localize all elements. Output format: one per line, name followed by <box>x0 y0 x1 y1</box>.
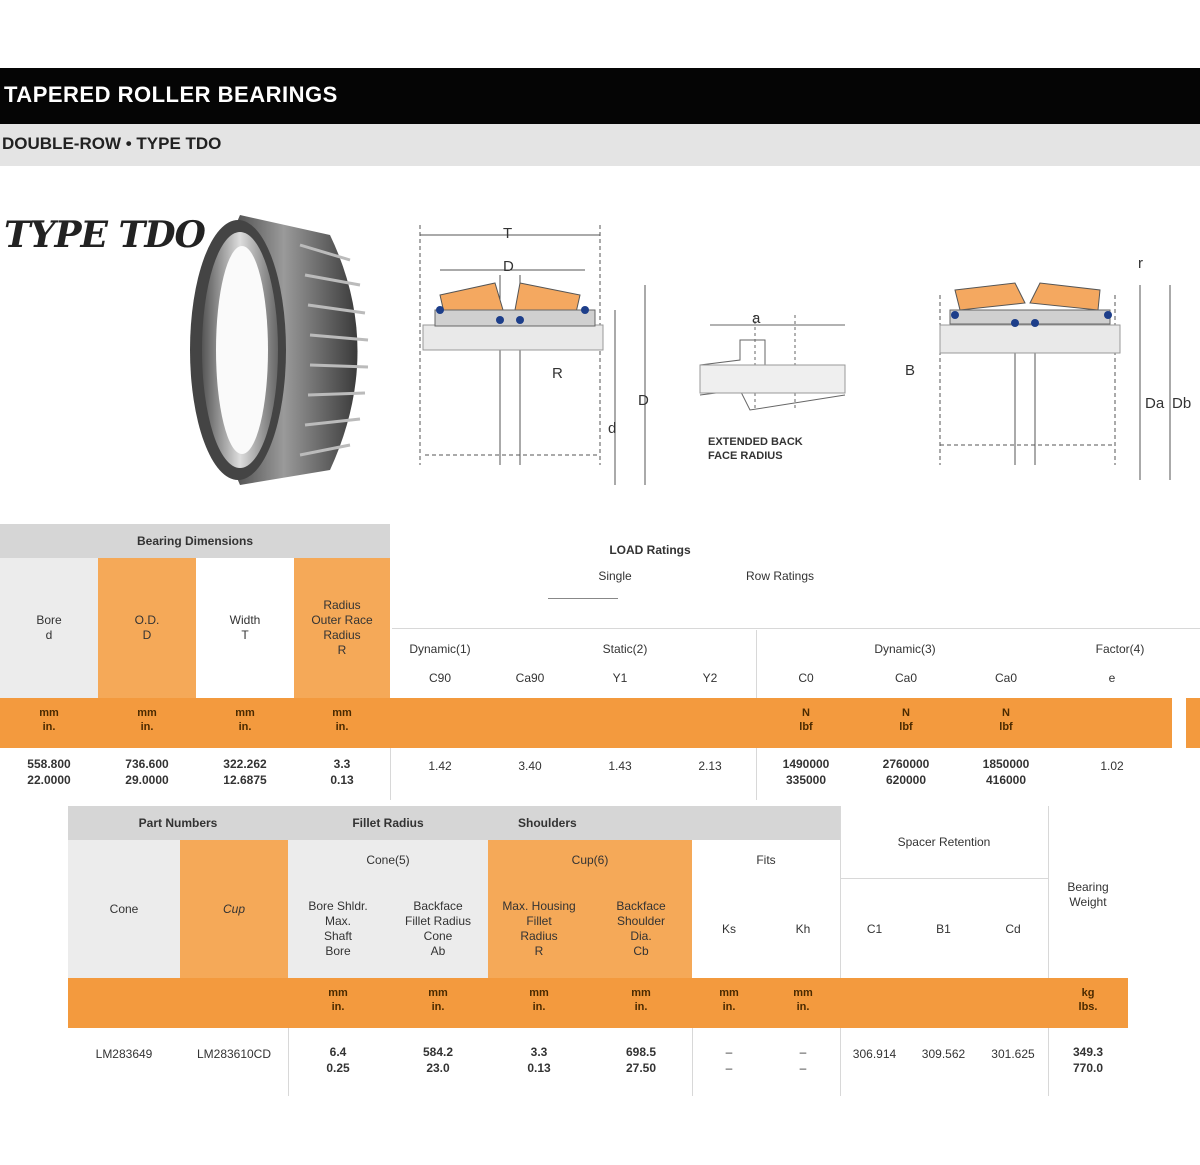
sub-fits-header: Fits <box>756 852 776 867</box>
label-T: T <box>503 225 513 242</box>
fit-kh-col: Kh <box>795 921 811 936</box>
row2-cone: LM283649 <box>95 1047 153 1061</box>
spacer-retention-header: Spacer Retention <box>897 834 991 849</box>
unit2-1: mm in. <box>428 987 448 1013</box>
table1-col-radius: Radius Outer Race Radius R <box>294 558 390 698</box>
table2-col-cone: Cone <box>68 840 180 978</box>
subcol-c0: C0 <box>798 670 814 685</box>
cup-fillet-col: Backface Shoulder Dia. Cb <box>590 880 692 978</box>
subcol-ca0a: Ca0 <box>894 670 917 685</box>
row2-cd: 301.625 <box>991 1047 1035 1061</box>
row-od: 736.600 29.0000 <box>125 757 169 787</box>
page-title: TAPERED ROLLER BEARINGS <box>4 82 338 107</box>
table2-shoulder-header: Shoulders <box>488 806 840 840</box>
title-bar: TAPERED ROLLER BEARINGS <box>0 68 1200 124</box>
bearing-image <box>190 215 369 485</box>
unit-radius: mm in. <box>332 707 352 733</box>
spacer-c1: C1 <box>866 921 883 936</box>
row2-b1: 309.562 <box>921 1047 966 1061</box>
row-c0: 1490000 335000 <box>782 757 830 787</box>
table2-part-header: Part Numbers <box>68 806 288 840</box>
load-ratings-header: LOAD Ratings <box>609 542 691 557</box>
table1-col-bore: Bore d <box>0 558 98 698</box>
row-ca0b: 1850000 416000 <box>982 757 1030 787</box>
sub-cone-header: Cone(5) <box>288 840 488 880</box>
fit-ks-col: Ks <box>721 921 736 936</box>
page-subtitle: DOUBLE-ROW • TYPE TDO <box>2 134 222 153</box>
table1-unit-band <box>0 698 1172 748</box>
subcol-y1: Y1 <box>612 670 628 685</box>
unit2-2: mm in. <box>529 987 549 1013</box>
unit2-5: mm in. <box>793 987 813 1013</box>
unit-width: mm in. <box>235 707 255 733</box>
unit-ca0b: N lbf <box>999 707 1013 733</box>
row2-kh: – – <box>799 1045 807 1075</box>
dynamic3-header: Dynamic(3) <box>874 641 936 656</box>
row2-c1: 306.914 <box>852 1047 897 1061</box>
row2-v3: 3.3 0.13 <box>527 1045 551 1075</box>
label-R: R <box>552 365 563 382</box>
table2-col-cup: Cup <box>180 840 288 978</box>
row-bore: 558.800 22.0000 <box>27 757 71 787</box>
table1-col-width: Width T <box>196 558 294 698</box>
table2-fillet-header: Fillet Radius <box>288 806 488 840</box>
factor4-header: Factor(4) <box>1095 641 1145 656</box>
label-r: r <box>1138 255 1143 272</box>
label-Db: Db <box>1172 395 1192 412</box>
subcol-y2: Y2 <box>702 670 718 685</box>
spacer-cd: Cd <box>1005 921 1021 936</box>
unit-od: mm in. <box>137 707 157 733</box>
table2-unit-band <box>68 978 1128 1028</box>
label-d: d <box>608 420 617 437</box>
label-D: D <box>638 392 649 409</box>
row-ca0a: 2760000 620000 <box>882 757 930 787</box>
row-e: 1.02 <box>1100 759 1124 773</box>
unit-c0: N lbf <box>799 707 813 733</box>
label-D-upper: D <box>503 258 514 275</box>
type-label: TYPE TDO <box>4 214 206 256</box>
sub-cup-header: Cup(6) <box>488 840 692 880</box>
bearing-weight-header: Bearing Weight <box>1067 880 1109 909</box>
static2-header: Static(2) <box>602 641 648 656</box>
subcol-ca90: Ca90 <box>515 670 545 685</box>
subcol-ca0b: Ca0 <box>994 670 1017 685</box>
unit2-6: kg lbs. <box>1078 987 1098 1013</box>
row-c90: 1.42 <box>428 759 452 773</box>
label-Da: Da <box>1145 395 1165 412</box>
row2-v2: 584.2 23.0 <box>422 1045 454 1075</box>
row2-v4: 698.5 27.50 <box>625 1045 657 1075</box>
cone-fillet-col: Backface Fillet Radius Cone Ab <box>388 880 488 978</box>
row-ca90: 3.40 <box>518 759 542 773</box>
row2-cup: LM283610CD <box>196 1047 272 1061</box>
load-single: Single <box>598 568 632 583</box>
table1-group-header: Bearing Dimensions <box>0 524 390 558</box>
cone-bore-col: Bore Shldr. Max. Shaft Bore <box>288 880 388 978</box>
table1-col-od: O.D. D <box>98 558 196 698</box>
unit-bore: mm in. <box>39 707 59 733</box>
extended-back-face-note: EXTENDED BACK FACE RADIUS <box>708 436 803 462</box>
load-row-ratings: Row Ratings <box>745 568 815 583</box>
unit-ca0a: N lbf <box>899 707 913 733</box>
row-y1: 1.43 <box>608 759 632 773</box>
dynamic1-header: Dynamic(1) <box>409 641 471 656</box>
row-y2: 2.13 <box>698 759 722 773</box>
row2-ks: – – <box>725 1045 733 1075</box>
unit2-3: mm in. <box>631 987 651 1013</box>
extended-face-diagram <box>699 315 846 411</box>
unit2-0: mm in. <box>328 987 348 1013</box>
subcol-e: e <box>1108 670 1116 685</box>
cross-section-diagram-left <box>419 225 646 485</box>
subtitle-bar: DOUBLE-ROW • TYPE TDO <box>0 124 1200 166</box>
cup-bore-col: Max. Housing Fillet Radius R <box>488 880 590 978</box>
label-B: B <box>905 362 916 379</box>
unit2-4: mm in. <box>719 987 739 1013</box>
subcol-c90: C90 <box>428 670 451 685</box>
row-width: 322.262 12.6875 <box>223 757 267 787</box>
cross-section-diagram-right <box>939 282 1171 480</box>
row-radius: 3.3 0.13 <box>330 757 354 787</box>
row2-v1: 6.4 0.25 <box>326 1045 350 1075</box>
label-a: a <box>752 310 761 327</box>
spacer-b1: B1 <box>936 921 951 936</box>
row2-weight: 349.3 770.0 <box>1072 1045 1104 1075</box>
